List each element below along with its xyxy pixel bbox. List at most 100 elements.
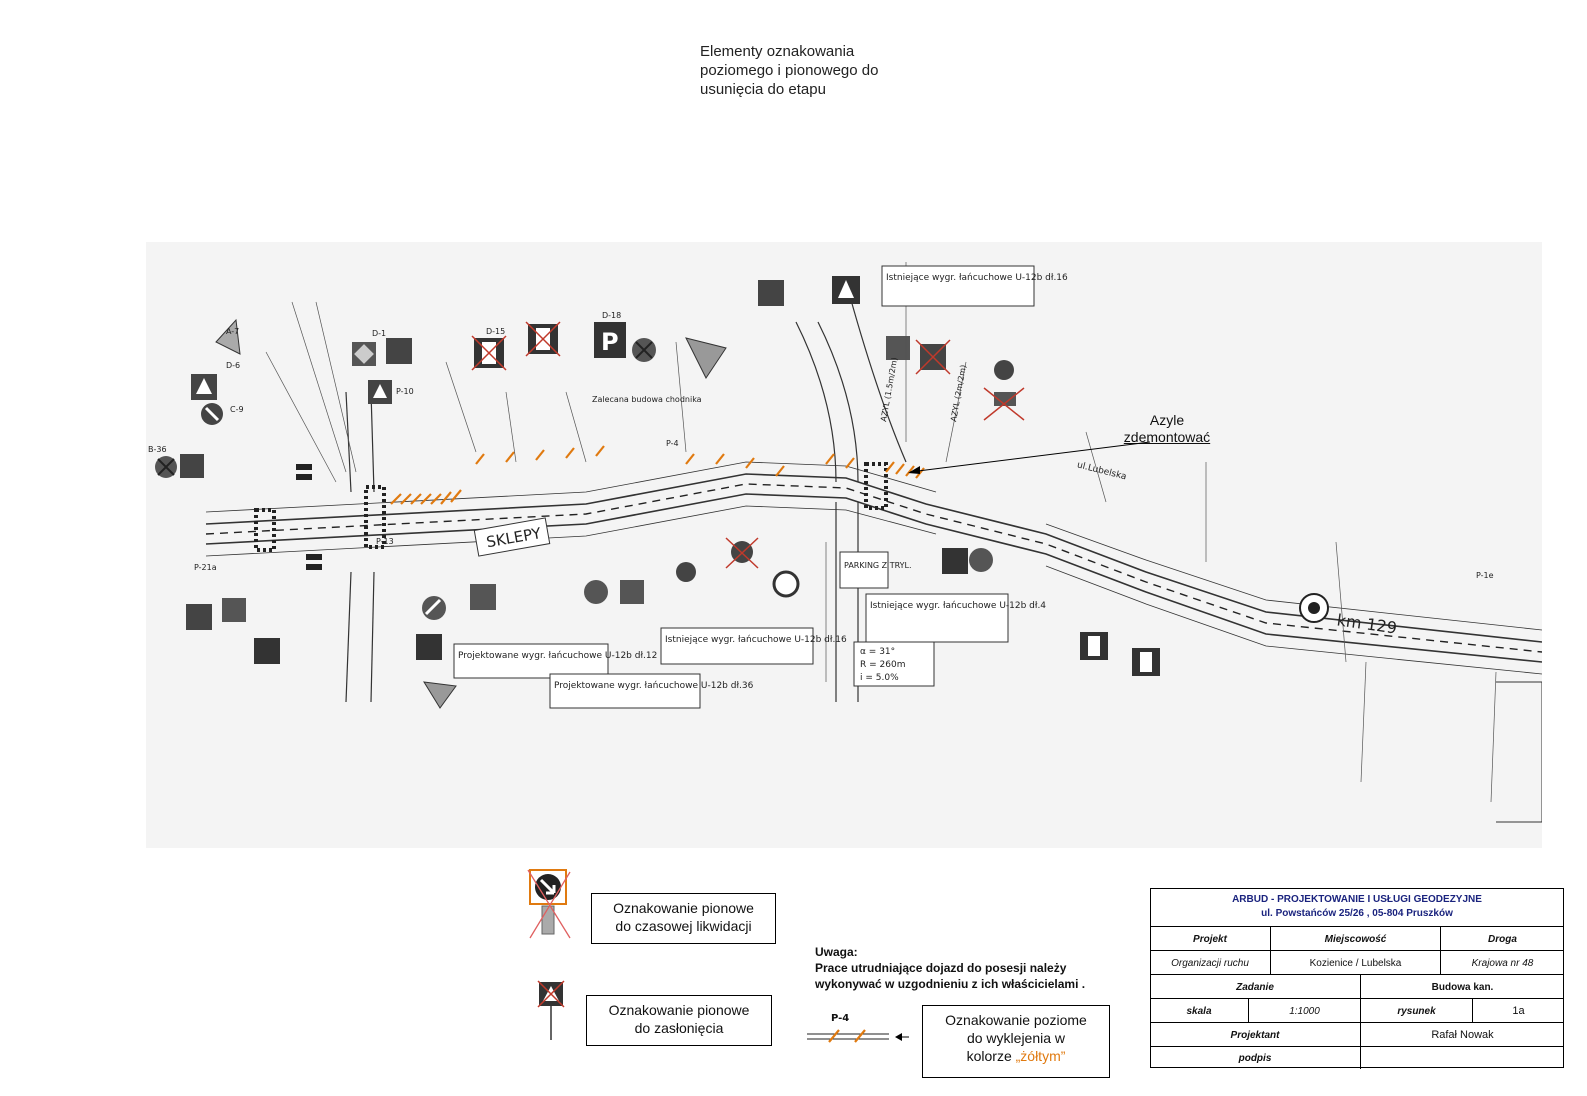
- tb-skala-value: 1:1000: [1248, 999, 1360, 1023]
- header-note-line: usunięcia do etapu: [700, 81, 826, 98]
- label-zalecana: Zalecana budowa chodnika: [592, 395, 702, 404]
- sign-C9-covered: [983, 360, 1025, 421]
- sign-B36: [584, 580, 608, 604]
- legend-text: do czasowej likwidacji: [615, 918, 752, 934]
- title-block: ARBUD - PROJEKTOWANIE I USŁUGI GEODEZYJN…: [1150, 888, 1564, 1069]
- plan-background: [146, 242, 1542, 848]
- sign-C9: [422, 596, 446, 620]
- tb-skala-label: skala: [1186, 1005, 1212, 1017]
- tb-zadanie-value: Budowa kan.: [1360, 975, 1564, 999]
- tb-podpis-label: podpis: [1238, 1052, 1272, 1064]
- label-chain-3: Istniejące wygr. łańcuchowe U-12b dł.16: [665, 635, 847, 645]
- road-edges: [205, 461, 1542, 675]
- tb-row-podpis: podpis: [1150, 1046, 1564, 1069]
- tb-row-skala: skala 1:1000 rysunek 1a: [1150, 998, 1564, 1023]
- sign-D18: P: [594, 322, 626, 358]
- uwaga-note: Uwaga: Prace utrudniające dojazd do pose…: [815, 944, 1135, 992]
- label-sign: C-9: [230, 405, 244, 414]
- sign-D6-covered: [915, 339, 951, 375]
- label-sign: P-1e: [1476, 571, 1494, 580]
- azyle-arrow: [908, 441, 1151, 474]
- sign-A7: [685, 337, 727, 379]
- label-sign: P-10: [396, 387, 414, 396]
- sign-C9-covered: [725, 537, 759, 569]
- tb-row-values: Organizacji ruchu Kozienice / Lubelska K…: [1150, 950, 1564, 975]
- sign-B36: [155, 456, 177, 478]
- label-chain-1: Projektowane wygr. łańcuchowe U-12b dł.1…: [458, 651, 657, 661]
- tb-row-zadanie: Zadanie Budowa kan.: [1150, 974, 1564, 999]
- road-signs: P: [155, 276, 1329, 709]
- sign-D6: [386, 338, 412, 364]
- sign-B36: [632, 338, 656, 362]
- sign-D1: [620, 580, 644, 604]
- sign-D6: [942, 548, 968, 574]
- sign-D1: [352, 342, 376, 366]
- sign-D6: [180, 454, 204, 478]
- company-address: ul. Powstańców 25/26 , 05-804 Pruszków: [1261, 908, 1453, 919]
- sign-D15-covered: [471, 335, 507, 371]
- label-sign: D-6: [226, 361, 240, 370]
- azyle-note-line: Azyle: [1149, 412, 1185, 428]
- legend-paint: Oznakowanie poziome do wyklejenia w kolo…: [922, 1005, 1110, 1078]
- sign-D6: [758, 280, 784, 306]
- sign-C9: [201, 403, 223, 425]
- tb-rysunek-label: rysunek: [1360, 999, 1472, 1023]
- uwaga-line: Prace utrudniające dojazd do posesji nal…: [815, 961, 1067, 975]
- sign-D6: [254, 638, 280, 664]
- label-sign: P-21a: [194, 563, 217, 572]
- orange-hatching: [390, 445, 925, 505]
- title-block-header: ARBUD - PROJEKTOWANIE I USŁUGI GEODEZYJN…: [1150, 888, 1564, 926]
- sign-B1: [772, 570, 800, 598]
- side-streets: [345, 281, 907, 703]
- header-note-line: Elementy oznakowania: [700, 43, 855, 60]
- label-sign: A-7: [226, 327, 239, 336]
- sign-D1: [222, 598, 246, 622]
- km-marker: [1299, 593, 1329, 623]
- sign-C9: [676, 562, 696, 582]
- legend-text: Oznakowanie poziome: [945, 1012, 1087, 1028]
- sign-D15: [1132, 648, 1160, 676]
- label-curve-i: i = 5.0%: [860, 673, 899, 683]
- company-name: ARBUD - PROJEKTOWANIE I USŁUGI GEODEZYJN…: [1232, 894, 1482, 905]
- pedestrian-crossings: [254, 462, 888, 570]
- tb-droga-value: Krajowa nr 48: [1440, 951, 1564, 975]
- header-note-line: poziomego i pionowego do: [700, 62, 879, 79]
- tb-projekt-label: Projekt: [1193, 933, 1227, 945]
- right-frame: [1496, 681, 1542, 823]
- sign-D15-covered: [525, 321, 561, 357]
- legend-text-line3: kolorze „żółtym”: [923, 1047, 1109, 1065]
- tb-zadanie-label: Zadanie: [1236, 981, 1274, 993]
- tb-projektant-value: Rafał Nowak: [1360, 1023, 1564, 1047]
- legend-temp-removal: Oznakowanie pionowe do czasowej likwidac…: [591, 893, 776, 944]
- centre-line: [205, 483, 1542, 653]
- header-note: Elementy oznakowania poziomego i pionowe…: [700, 42, 960, 99]
- label-sign: P-13: [376, 537, 394, 546]
- label-sign: P-4: [666, 439, 679, 448]
- tb-row-projektant: Projektant Rafał Nowak: [1150, 1022, 1564, 1047]
- label-sign: D-18: [602, 311, 621, 320]
- sign-A7: [215, 318, 241, 355]
- sign-A7: [423, 681, 457, 709]
- label-chain-4: Istniejące wygr. łańcuchowe U-12b dł.4: [870, 601, 1046, 611]
- tb-miejscowosc-value: Kozienice / Lubelska: [1270, 951, 1440, 975]
- legend-text: do zasłonięcia: [634, 1020, 724, 1036]
- label-sign: B-36: [148, 445, 167, 454]
- p4-marking-sample: P-4: [807, 1013, 909, 1043]
- uwaga-line: wykonywać w uzgodnieniu z ich właściciel…: [815, 977, 1086, 991]
- azyle-note: Azyle zdemontować: [1112, 412, 1222, 446]
- label-chain-2: Projektowane wygr. łańcuchowe U-12b dł.3…: [554, 681, 754, 691]
- legend-text: kolorze: [966, 1048, 1016, 1064]
- sign-D15: [1080, 632, 1108, 660]
- cover-sign-icon: [537, 980, 565, 1040]
- legend-cover: Oznakowanie pionowe do zasłonięcia: [586, 995, 772, 1046]
- tb-row-headers: Projekt Miejscowość Droga: [1150, 926, 1564, 951]
- azyle-note-line: zdemontować: [1123, 429, 1211, 445]
- tb-projekt-value: Organizacji ruchu: [1171, 957, 1249, 969]
- road-plan-drawing: P SKLEPY k: [146, 242, 1542, 848]
- legend-text: Oznakowanie pionowe: [613, 900, 754, 916]
- label-curve-alpha: α = 31°: [860, 647, 895, 657]
- tb-miejscowosc-label: Miejscowość: [1270, 927, 1440, 951]
- sign-D6: [832, 276, 860, 304]
- sign-D6: [416, 634, 442, 660]
- legend-yellow-word: „żółtym”: [1015, 1048, 1066, 1064]
